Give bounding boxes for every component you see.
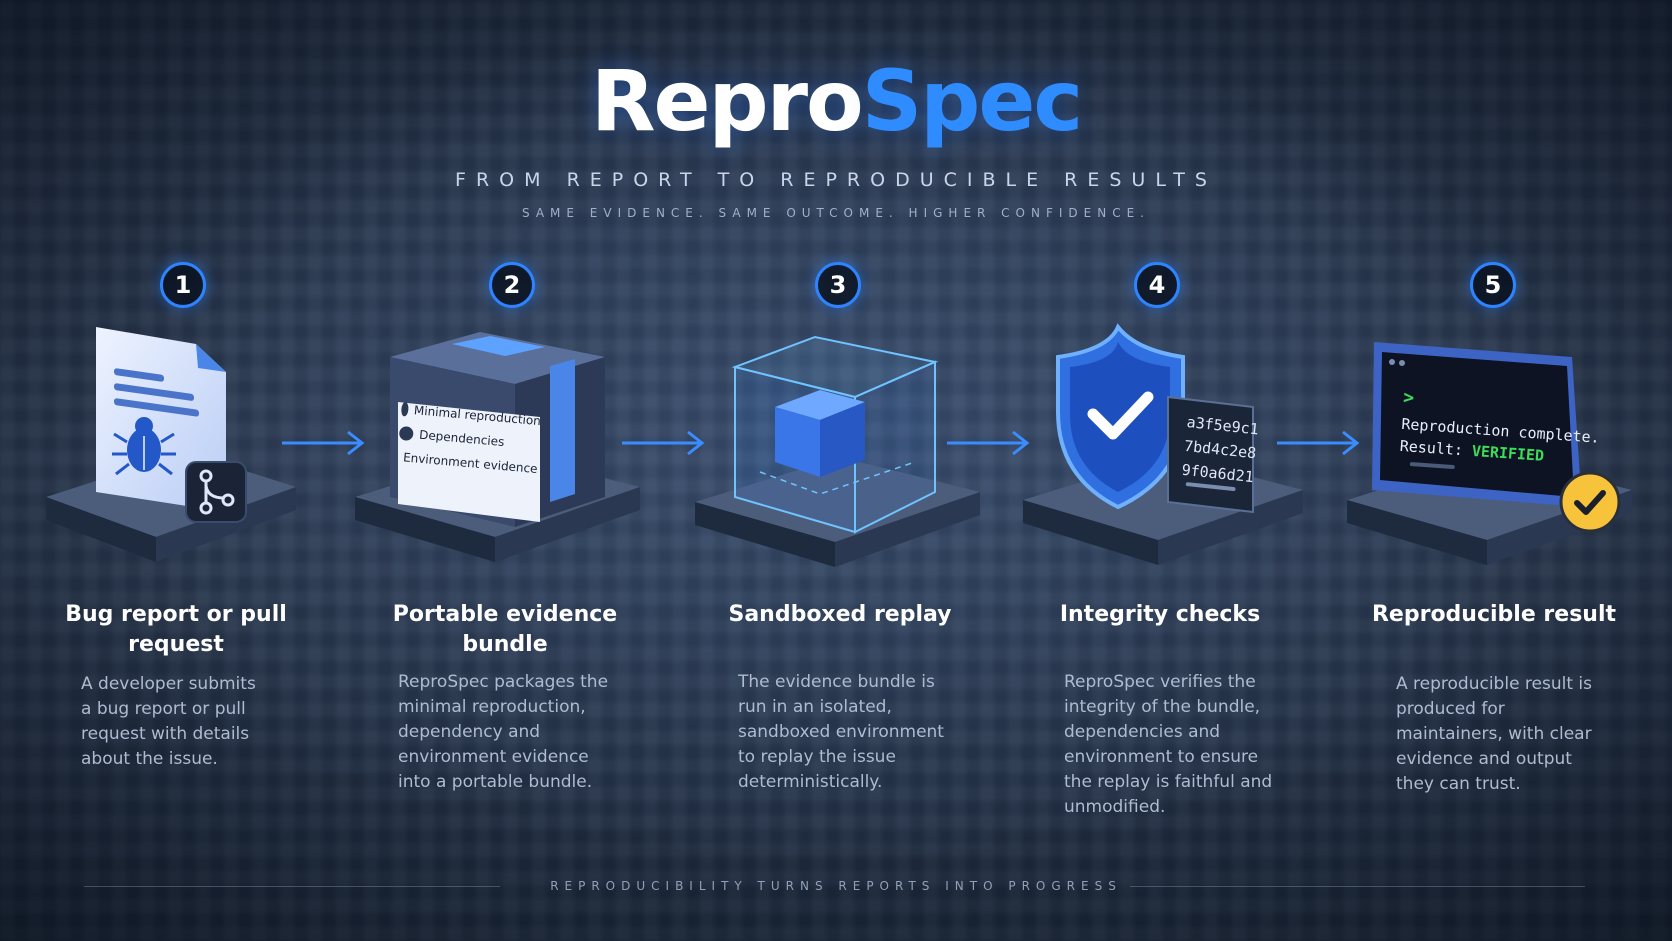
step-title: Reproducible result [1371,602,1617,627]
step-number-badge: 1 [160,262,206,308]
step-title: Portable evidence bundle [392,602,618,657]
step-number-badge: 5 [1470,262,1516,308]
bundle-label-list: Minimal reproduction Dependencies Enviro… [396,402,541,476]
document-bug-illustration [46,327,296,562]
arrow-right-icon [282,430,365,456]
step-title: Bug report or pull request [65,602,287,657]
bug-icon [112,417,176,476]
footer-divider-left [84,886,500,887]
arrow-right-icon [947,430,1030,456]
bundle-label-text: Dependencies [418,427,505,450]
hash-card [1167,395,1254,514]
bullet-icon [396,449,398,464]
step-number-badge: 2 [489,262,535,308]
page-title: ReproSpec [0,52,1672,150]
bundle-label-card [398,402,540,522]
terminal-result-value: VERIFIED [1471,441,1545,465]
step-description: A developer submits a bug report or pull… [81,674,256,769]
page-tagline: SAME EVIDENCE. SAME OUTCOME. HIGHER CONF… [522,206,1150,220]
step-description: ReproSpec verifies the integrity of the … [1064,672,1273,817]
step-description: ReproSpec packages the minimal reproduct… [398,672,609,792]
title-part-spec: Spec [861,52,1083,150]
platform [695,457,980,567]
step-description: The evidence bundle is run in an isolate… [738,672,944,792]
hash-list: a3f5e9c1 7bd4c2e8 9f0a6d21 [1180,410,1260,489]
terminal-result-label: Result: [1399,436,1464,460]
result-illustration [1347,342,1632,565]
step-number-badge: 3 [815,262,861,308]
sandbox-illustration [695,335,980,567]
sandbox-cube-icon [731,335,939,534]
arrow-right-icon [1277,430,1360,456]
bullet-icon [398,425,414,442]
step-title: Integrity checks [1059,602,1261,627]
integrity-illustration [1023,323,1303,565]
step-description: A reproducible result is produced for ma… [1396,674,1593,794]
terminal-icon [1372,342,1582,507]
evidence-bundle-illustration [355,332,640,562]
git-branch-icon [185,461,247,523]
arrow-right-icon [622,430,705,456]
footer-divider-right [1130,886,1585,887]
step-title: Sandboxed replay [728,602,952,627]
title-part-repro: Repro [590,52,864,150]
page-subtitle: FROM REPORT TO REPRODUCIBLE RESULTS [455,169,1217,191]
footer-tagline: REPRODUCIBILITY TURNS REPORTS INTO PROGR… [550,879,1122,893]
bullet-icon [400,402,409,417]
check-badge-icon [1559,471,1621,533]
step-number-badge: 4 [1134,262,1180,308]
bundle-label-item: Dependencies [398,425,540,452]
terminal-text: > Reproduction complete. Result: VERIFIE… [1399,387,1602,471]
